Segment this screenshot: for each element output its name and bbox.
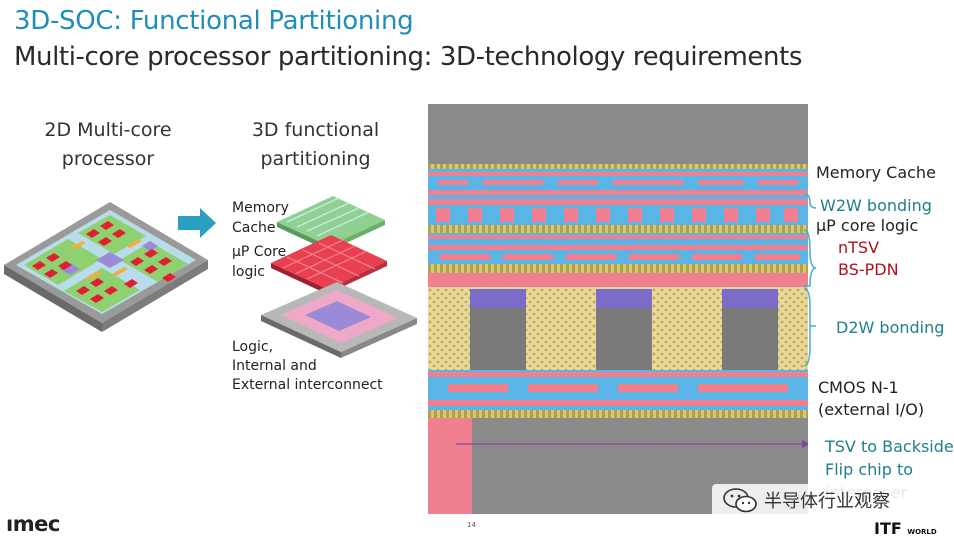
itf-world-text: WORLD — [907, 528, 937, 536]
slide-title: 3D-SOC: Functional Partitioning — [14, 6, 414, 36]
label-logic-interconnect: Logic, Internal and External interconnec… — [232, 338, 383, 395]
cross-section-diagram — [428, 104, 808, 514]
label-cmos-line1: CMOS N-1 — [818, 378, 899, 397]
label-tsv-line2: Flip chip to — [825, 460, 914, 479]
label-memory-cache-right: Memory Cache — [816, 163, 936, 182]
bracket-lines — [803, 193, 817, 367]
wechat-icon — [723, 488, 757, 513]
imec-logo: ımec — [6, 512, 60, 536]
label-memory-line2: Cache — [232, 220, 276, 236]
label-core-line2: logic — [232, 264, 265, 280]
label-memory-cache: Memory Cache — [232, 198, 289, 238]
heading-2d-processor: 2D Multi-core processor — [18, 116, 198, 174]
label-logic-line3: External interconnect — [232, 377, 383, 393]
page-number: 14 — [467, 521, 476, 529]
label-core-logic: μP Core logic — [232, 242, 286, 282]
heading-3d-line1: 3D functional — [251, 119, 380, 141]
label-up-core-logic: μP core logic — [816, 216, 919, 235]
label-tsv-line1: TSV to Backside — [825, 437, 954, 456]
label-core-line1: μP Core — [232, 244, 287, 260]
chip-2d-illustration — [4, 202, 208, 332]
label-d2w-bonding: D2W bonding — [836, 318, 945, 337]
label-bs-pdn: BS-PDN — [838, 260, 899, 279]
label-memory-line1: Memory — [232, 200, 289, 216]
heading-3d-partitioning: 3D functional partitioning — [228, 116, 403, 174]
label-cmos: CMOS N-1 (external I/O) — [818, 377, 924, 421]
watermark-text: 半导体行业观察 — [764, 491, 890, 512]
heading-2d-line1: 2D Multi-core — [44, 119, 172, 141]
heading-2d-line2: processor — [61, 148, 155, 170]
arrow-right-icon — [178, 208, 216, 238]
slide-subtitle: Multi-core processor partitioning: 3D-te… — [14, 42, 803, 72]
label-ntsv: nTSV — [838, 238, 880, 257]
label-cmos-line2: (external I/O) — [818, 400, 925, 419]
itf-logo-text: ITF — [874, 519, 902, 538]
heading-3d-line2: partitioning — [260, 148, 371, 170]
label-logic-line1: Logic, — [232, 339, 274, 355]
itf-world-logo: ITF WORLD — [874, 519, 937, 538]
stack-3d-illustration — [261, 196, 417, 358]
label-w2w-bonding: W2W bonding — [820, 196, 932, 215]
label-logic-line2: Internal and — [232, 358, 317, 374]
